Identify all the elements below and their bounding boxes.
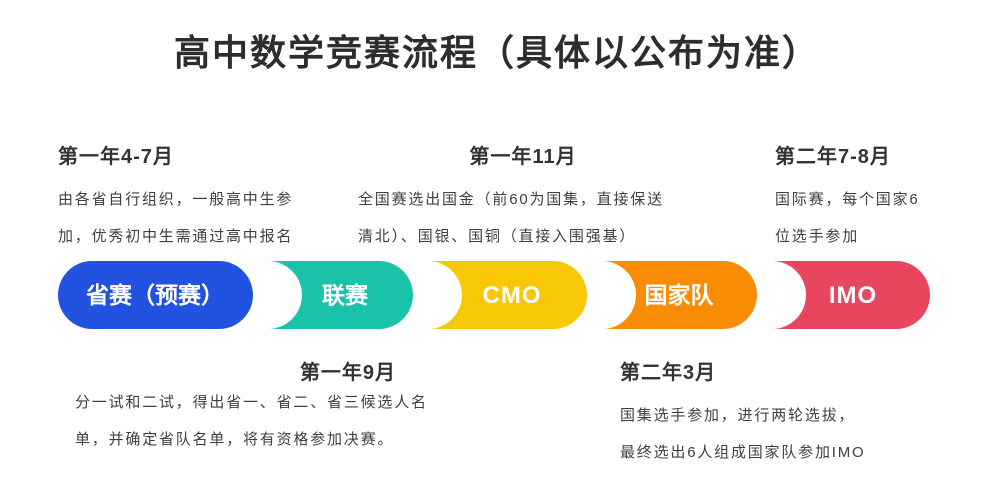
annotation-body: 国集选手参加，进行两轮选拔， 最终选出6人组成国家队参加IMO xyxy=(620,407,866,461)
annotation-heading: 第一年4-7月 xyxy=(58,146,174,168)
stage-label-national-team: 国家队 xyxy=(645,282,715,308)
stage-label-cmo: CMO xyxy=(483,282,542,309)
annotation-top-imo: 第二年7-8月 国际赛，每个国家6 位选手参加 xyxy=(775,140,975,255)
annotation-top-provincial: 第一年4-7月 由各省自行组织，一般高中生参 加，优秀初中生需通过高中报名 xyxy=(58,140,318,255)
page-title: 高中数学竞赛流程（具体以公布为准） xyxy=(173,32,820,73)
annotation-body: 国际赛，每个国家6 位选手参加 xyxy=(775,191,920,245)
annotation-bottom-league-heading: 第一年9月 xyxy=(299,362,397,384)
stage-label-imo: IMO xyxy=(829,282,877,309)
annotation-bottom-league-body: 分一试和二试，得出省一、省二、省三候选人名 单，并确定省队名单，将有资格参加决赛… xyxy=(75,394,428,448)
stage-label-provincial: 省赛（预赛） xyxy=(85,282,224,308)
stage-label-league: 联赛 xyxy=(322,282,369,308)
annotation-body: 由各省自行组织，一般高中生参 加，优秀初中生需通过高中报名 xyxy=(58,191,294,245)
annotation-bottom-national-team: 第二年3月 国集选手参加，进行两轮选拔， 最终选出6人组成国家队参加IMO xyxy=(620,356,960,471)
annotation-top-cmo: 第一年11月 全国赛选出国金（前60为国集，直接保送 清北）、国银、国铜（直接入… xyxy=(358,140,688,255)
stage-shape-league xyxy=(268,261,413,329)
flow-band: 省赛（预赛） 联赛 CMO 国家队 IMO xyxy=(58,261,930,329)
stage-shape-cmo xyxy=(428,261,587,329)
annotation-heading: 第一年11月 xyxy=(469,146,577,168)
annotation-heading: 第二年3月 xyxy=(620,362,717,384)
stage-shape-imo xyxy=(772,261,930,329)
annotation-heading: 第二年7-8月 xyxy=(775,146,891,168)
annotation-body: 全国赛选出国金（前60为国集，直接保送 清北）、国银、国铜（直接入围强基） xyxy=(358,191,664,245)
stage-shape-national-team xyxy=(602,261,757,329)
stage-shape-provincial xyxy=(58,261,253,329)
